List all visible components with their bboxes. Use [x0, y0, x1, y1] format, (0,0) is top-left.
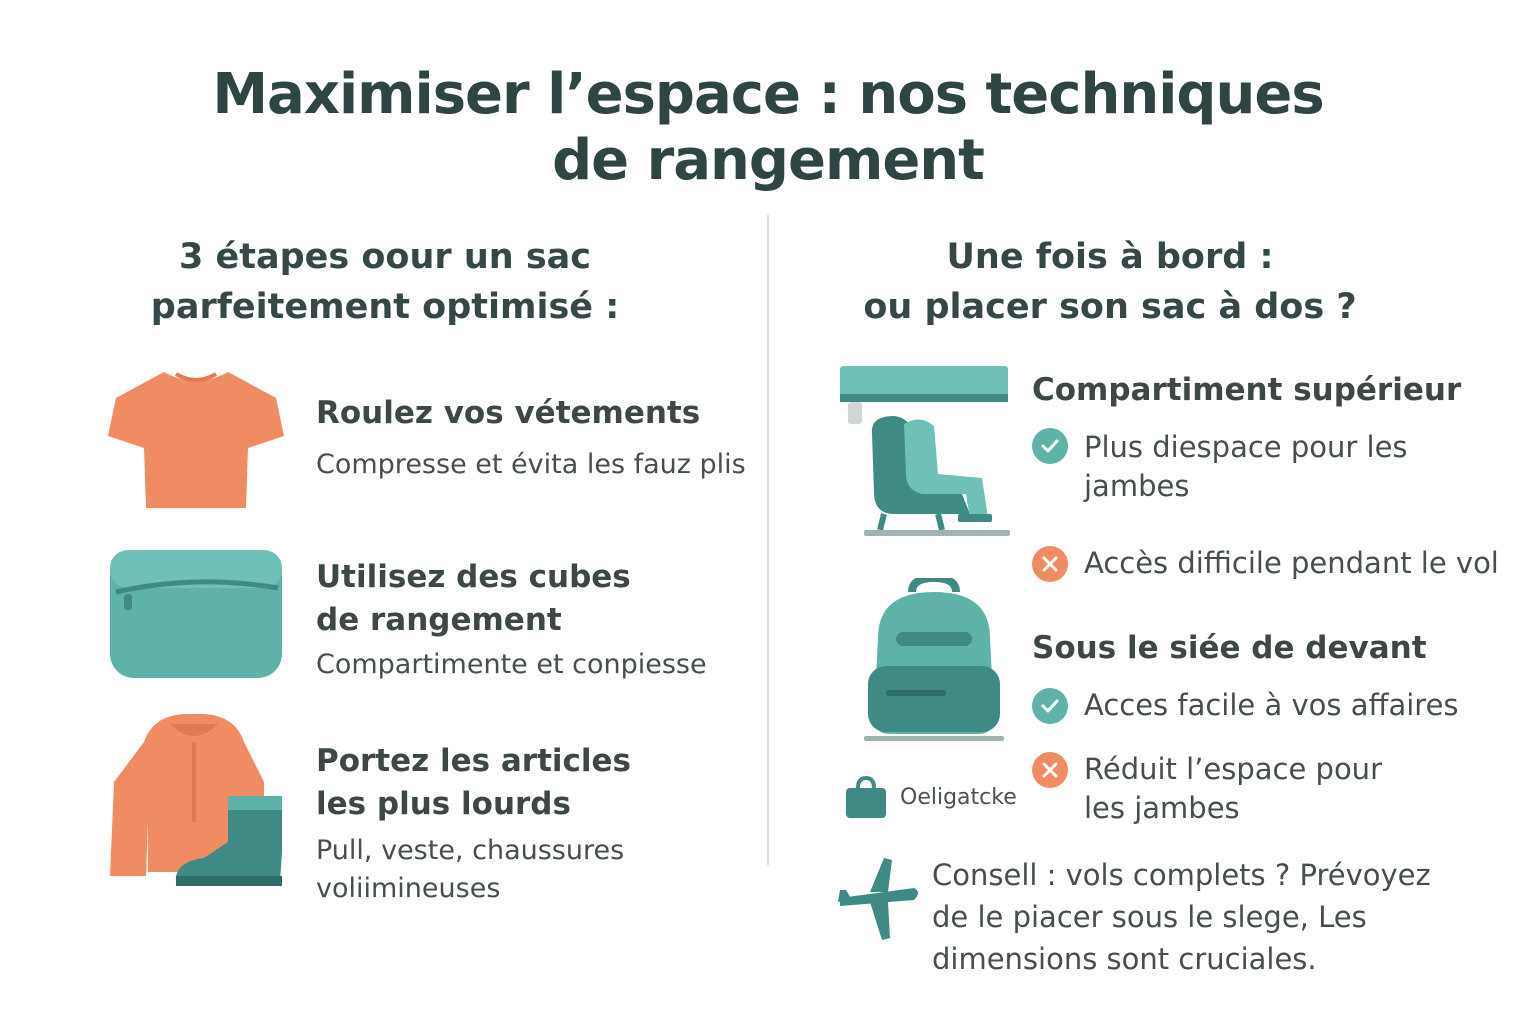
option-1-title: Compartiment supérieur	[1032, 372, 1462, 408]
left-heading-line2: parfeitement optimisé :	[150, 287, 620, 327]
left-heading-line1: 3 étapes oour un sac	[178, 237, 592, 277]
step-1-desc: Compresse et évita les fauz plis	[316, 449, 746, 480]
option-1-con: Accès difficile pendant le vol	[1084, 546, 1499, 580]
backpack-icon	[864, 578, 1004, 741]
cross-icon	[1032, 546, 1068, 582]
tip-line2: de le piacer sous le slege, Les	[932, 900, 1367, 934]
left-heading: 3 étapes oour un sac parfeitement optimi…	[150, 232, 620, 332]
packing-cube-icon	[110, 550, 282, 678]
step-3-desc: Pull, veste, chaussures voliimineuses	[316, 832, 624, 908]
overhead-seat-icon	[840, 366, 1010, 536]
step-3-desc-line2: voliimineuses	[316, 873, 501, 904]
option-1-pro: Plus diespace pour les jambes	[1084, 428, 1408, 506]
tshirt-icon	[108, 372, 284, 508]
step-3-title-line1: Portez les articles	[316, 743, 632, 779]
cross-icon	[1032, 752, 1068, 788]
option-2-pro: Acces facile à vos affaires	[1084, 688, 1459, 722]
step-2-title-line2: de rangement	[316, 602, 562, 638]
right-heading-line1: Une fois à bord :	[946, 237, 1274, 277]
right-heading: Une fois à bord : ou placer son sac à do…	[860, 232, 1360, 332]
step-2-title: Utilisez des cubes de rangement	[316, 556, 631, 642]
jacket-boot-icon	[110, 713, 282, 886]
right-heading-line2: ou placer son sac à dos ?	[863, 287, 1357, 327]
bag-label: Oeligatcke	[900, 785, 1017, 810]
step-1-title: Roulez vos vétements	[316, 395, 701, 431]
option-2-con: Réduit l’espace pour les jambes	[1084, 750, 1382, 828]
step-2-title-line1: Utilisez des cubes	[316, 559, 631, 595]
step-2-desc: Compartimente et conpiesse	[316, 649, 707, 680]
small-bag-icon	[846, 776, 886, 818]
option-2-con-line2: les jambes	[1084, 791, 1240, 825]
option-1-pro-line2: jambes	[1084, 469, 1190, 503]
option-2-title: Sous le siée de devant	[1032, 630, 1427, 666]
tip-text: Consell : vols complets ? Prévoyez de le…	[932, 854, 1431, 980]
option-2-con-line1: Réduit l’espace pour	[1084, 752, 1382, 786]
step-3-title: Portez les articles les plus lourds	[316, 740, 631, 826]
step-3-desc-line1: Pull, veste, chaussures	[316, 835, 625, 866]
column-divider	[767, 215, 769, 865]
page-title-line1: Maximiser l’espace : nos techniques	[212, 62, 1324, 127]
tip-line1: Consell : vols complets ? Prévoyez	[932, 858, 1431, 892]
step-3-title-line2: les plus lourds	[316, 786, 571, 822]
tip-line3: dimensions sont cruciales.	[932, 942, 1317, 976]
airplane-icon	[838, 858, 918, 940]
page-title: Maximiser l’espace : nos techniques de r…	[0, 62, 1536, 194]
check-icon	[1032, 688, 1068, 724]
option-1-pro-line1: Plus diespace pour les	[1084, 430, 1408, 464]
page-title-line2: de rangement	[552, 128, 985, 193]
check-icon	[1032, 428, 1068, 464]
